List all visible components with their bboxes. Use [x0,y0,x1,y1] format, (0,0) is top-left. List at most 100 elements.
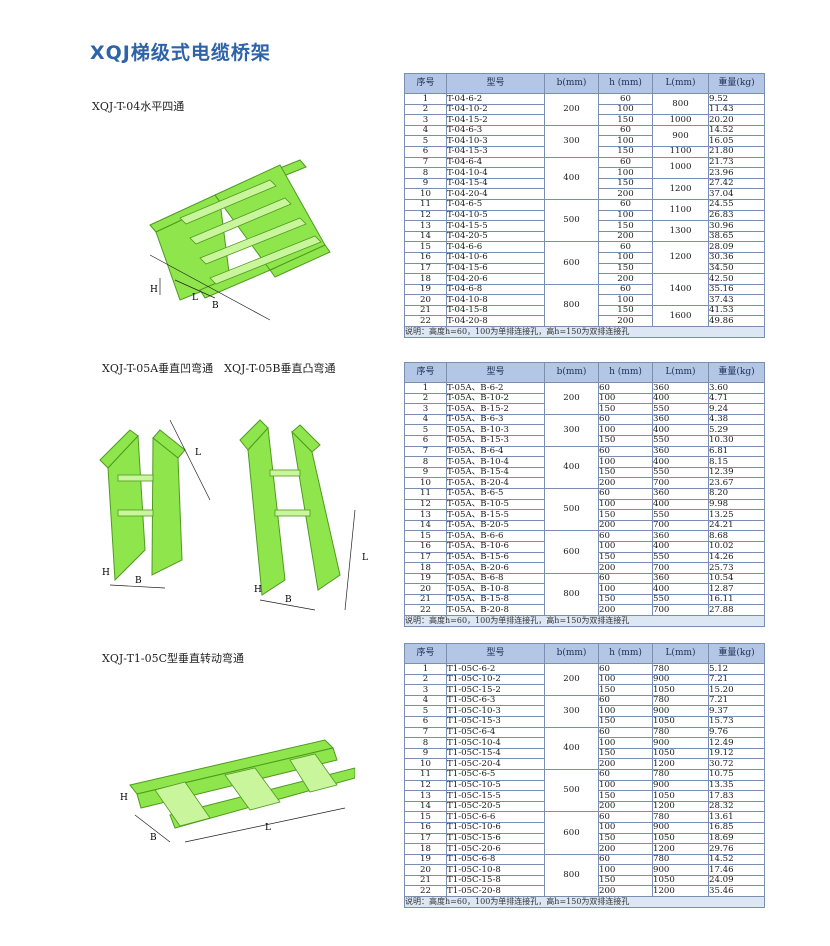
table-cell: 200 [598,885,653,898]
table-cell: 100 [598,673,653,686]
table-cell: T-04-6-2 [446,93,545,105]
table-cell: 60 [598,572,653,585]
table-cell: 13 [404,220,447,232]
table-cell: 21.80 [708,145,765,158]
table-cell: 150 [598,747,653,760]
table-cell: 60 [598,853,653,866]
table-cell: T-05A、B-20-6 [446,562,545,574]
table-cell: 10.02 [708,540,765,553]
table-cell: 21 [404,874,447,887]
header-weight: 重量(kg) [708,362,765,383]
table-cell: 100 [598,498,653,511]
table-cell: 14.52 [708,124,765,137]
table-cell: 60 [598,694,653,707]
table-cell: 780 [652,853,709,866]
table-cell: T-04-10-8 [446,294,545,306]
table-cell: 12.49 [708,737,765,749]
table-cell: 60 [598,768,653,781]
table-cell: 60 [598,811,653,823]
table-cell: 100 [598,103,653,116]
table-cell: T-04-6-6 [446,241,545,253]
table-cell: T-04-15-2 [446,114,545,126]
table-cell: 16 [404,251,447,264]
table-cell: 400 [652,540,709,553]
table-cell: T-05A、B-10-5 [446,498,545,511]
table-cell: 41.53 [708,304,765,317]
table-cell: 550 [652,509,709,521]
table-cell: 600 [544,241,599,285]
table-cell: 900 [652,737,709,749]
table-cell: 3 [404,114,447,126]
table-cell: 1100 [652,145,709,158]
table-cell: 5.29 [708,424,765,436]
table-cell: 8.68 [708,530,765,542]
table-cell: 100 [598,167,653,179]
table-cell: T1-05C-15-4 [446,747,545,760]
table-cell: 150 [598,466,653,479]
table-cell: 9.24 [708,403,765,415]
table-cell: T-05A、B-6-4 [446,445,545,458]
table-cell: 150 [598,145,653,158]
table-cell: 21 [404,304,447,317]
table-cell: 17.46 [708,864,765,876]
table-cell: 16.11 [708,593,765,606]
table-cell: 200 [544,93,599,126]
table-cell: 37.43 [708,294,765,306]
dim-label-b2b: B [285,595,292,605]
table-cell: 100 [598,251,653,264]
table-cell: T1-05C-20-5 [446,800,545,813]
table-cell: 5 [404,424,447,436]
table-cell: 100 [598,294,653,306]
table-cell: 800 [544,572,599,617]
table-cell: 20 [404,583,447,595]
table-cell: 5 [404,135,447,147]
table-cell: 5 [404,705,447,717]
table-cell: 400 [652,424,709,436]
table-cell: 360 [652,382,709,394]
table-cell: 800 [544,853,599,898]
table-cell: 360 [652,413,709,426]
table-cell: T-05A、B-15-6 [446,551,545,564]
table-cell: 100 [598,821,653,834]
table-cell: T1-05C-10-4 [446,737,545,749]
table-cell: 17 [404,832,447,845]
table-cell: 18 [404,843,447,855]
table-cell: 200 [598,273,653,285]
table-cell: 15 [404,241,447,253]
table-cell: 700 [652,519,709,532]
table-cell: T-05A、B-15-2 [446,403,545,415]
table-cell: T-04-20-4 [446,188,545,200]
table-cell: 200 [598,519,653,532]
table-cell: T-04-10-5 [446,209,545,222]
table-cell: 10 [404,188,447,200]
table-cell: 60 [598,241,653,253]
dim-label-l3: L [265,823,271,833]
table-cell: 10.30 [708,434,765,447]
table-cell: T-04-6-5 [446,198,545,211]
table-cell: 11 [404,487,447,500]
table-cell: 60 [598,382,653,394]
table-cell: T1-05C-6-2 [446,663,545,675]
table-cell: 16 [404,821,447,834]
table-cell: 6.81 [708,445,765,458]
header-l: L(mm) [652,73,709,94]
table-cell: 9 [404,177,447,190]
table-cell: 17 [404,551,447,564]
table-cell: 60 [598,198,653,211]
table-cell: 780 [652,811,709,823]
table-cell: T-04-6-3 [446,124,545,137]
table-cell: 1050 [652,715,709,728]
table-cell: T-05A、B-10-8 [446,583,545,595]
table-cell: 8 [404,737,447,749]
dim-label-l2b: L [362,553,368,563]
table-cell: 60 [598,530,653,542]
